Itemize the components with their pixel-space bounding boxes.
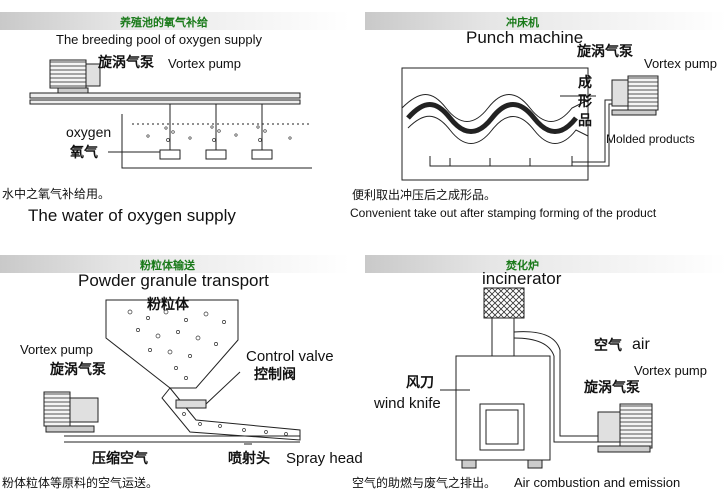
incinerator-air-label-en: air (632, 336, 650, 353)
vortex-pump-icon (43, 391, 99, 433)
incinerator-air-label-cn: 空气 (594, 338, 622, 354)
oxygen-title-en: The breeding pool of oxygen supply (56, 32, 262, 47)
powder-spray-label-cn: 喷射头 (228, 451, 270, 467)
title-band-incinerator (365, 255, 727, 273)
title-band-punch (365, 12, 727, 30)
oxygen-caption-cn: 水中之氧气补给用。 (2, 187, 111, 201)
vortex-pump-icon (611, 75, 659, 116)
incinerator-drawing (440, 287, 598, 469)
punch-pump-label-en: Vortex pump (644, 56, 717, 71)
incinerator-knife-label-en: wind knife (374, 395, 441, 412)
oxygen-caption-en: The water of oxygen supply (28, 206, 236, 225)
powder-pump-label-en: Vortex pump (20, 342, 93, 357)
title-band-powder (0, 255, 350, 273)
powder-pump-label-cn: 旋涡气泵 (50, 362, 106, 378)
incinerator-caption-cn: 空气的助燃与废气之排出。 (352, 476, 497, 490)
punch-caption-cn: 便利取出冲压后之成形品。 (352, 188, 497, 202)
incinerator-pump-label-cn: 旋涡气泵 (584, 380, 640, 396)
title-band-oxygen (0, 12, 350, 30)
oxygen-pump-label-cn: 旋涡气泵 (98, 55, 154, 71)
vortex-pump-icon (49, 59, 101, 95)
powder-caption-cn: 粉体粒体等原料的空气运送。 (2, 476, 159, 490)
punch-title-en: Punch machine (466, 28, 584, 47)
punch-caption-en: Convenient take out after stamping formi… (350, 206, 657, 220)
punch-pump-label-cn: 旋涡气泵 (577, 44, 633, 60)
powder-valve-label-en: Control valve (246, 348, 334, 365)
powder-title-cn: 粉粒体输送 (140, 259, 195, 272)
oxygen-title-cn: 养殖池的氧气补给 (120, 16, 208, 29)
incinerator-title-cn: 焚化炉 (506, 259, 539, 272)
punch-formed-label-cn: 成形品 (578, 75, 592, 129)
incinerator-caption-en: Air combustion and emission (514, 475, 681, 490)
powder-title-en: Powder granule transport (78, 271, 269, 290)
oxygen-pump-label-en: Vortex pump (168, 56, 241, 71)
powder-spray-label-en: Spray head (286, 450, 363, 467)
incinerator-knife-label-cn: 风刀 (406, 375, 434, 391)
oxygen-label-cn: 氧气 (70, 145, 98, 161)
powder-transport-drawing (64, 299, 301, 445)
punch-molded-label-en: Molded products (606, 132, 695, 146)
powder-label-cn: 粉粒体 (147, 297, 189, 313)
oxygen-label-en: oxygen (66, 124, 112, 140)
oxygen-bubbles (146, 125, 292, 142)
vortex-pump-icon (597, 403, 653, 453)
powder-compressed-air-cn: 压缩空气 (92, 451, 148, 467)
incinerator-title-en: incinerator (482, 269, 562, 288)
powder-valve-label-cn: 控制阀 (254, 367, 296, 383)
punch-title-cn: 冲床机 (506, 16, 539, 29)
oxygen-pool-drawing (29, 59, 312, 169)
incinerator-pump-label-en: Vortex pump (634, 363, 707, 378)
powder-particles (127, 309, 288, 436)
punch-machine-drawing (401, 67, 612, 181)
